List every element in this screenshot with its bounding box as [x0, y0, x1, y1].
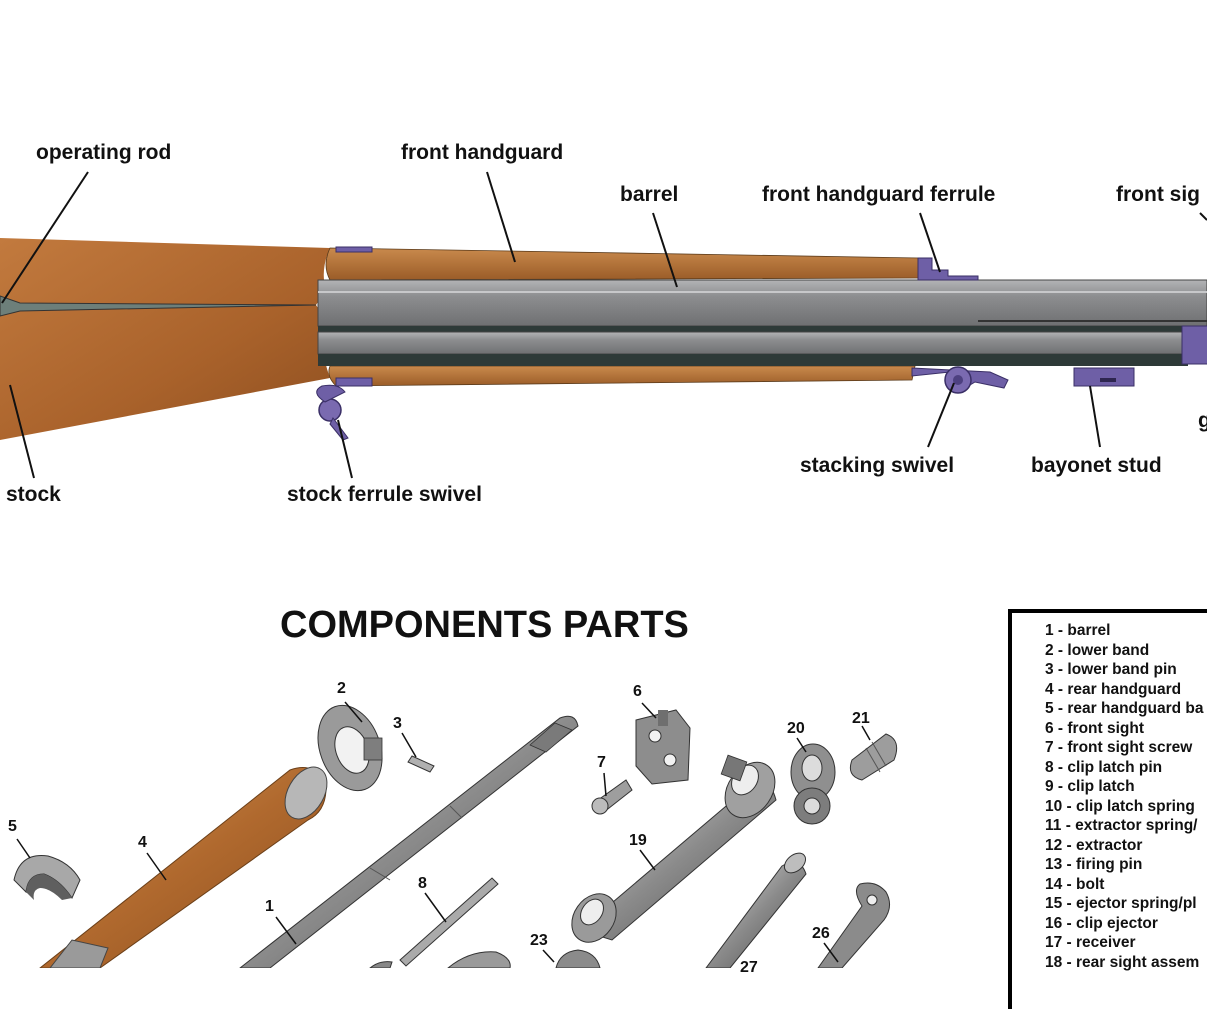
legend-item: 13 - firing pin: [1045, 856, 1143, 873]
legend-item: 16 - clip ejector: [1045, 914, 1158, 932]
legend-item: 18 - rear sight assem: [1045, 953, 1200, 971]
part-number-8: 8: [418, 875, 427, 892]
label-stacking-swivel: stacking swivel: [800, 454, 955, 477]
stock-ferrule-swivel-part: [318, 398, 342, 422]
front-handguard-ferrule-part: [917, 257, 979, 281]
label-operating-rod: operating rod: [36, 141, 172, 164]
gas-cylinder: [1181, 325, 1207, 365]
part-2-lower-band: [317, 704, 383, 792]
part-number-23: 23: [530, 932, 548, 949]
legend-item: 3 - lower band pin: [1045, 661, 1177, 678]
part-7-front-sight-screw: [591, 779, 633, 815]
part-26-part: [817, 882, 890, 969]
label-bayonet-stud: bayonet stud: [1031, 454, 1162, 477]
label-barrel: barrel: [620, 183, 679, 206]
part-number-7: 7: [597, 754, 606, 771]
part-number-5: 5: [8, 818, 17, 835]
stock-wood: [0, 238, 330, 440]
legend-item: 8 - clip latch pin: [1045, 758, 1163, 776]
legend-item: 7 - front sight screw: [1045, 739, 1193, 756]
barrel-body: [317, 279, 1207, 327]
part-4-rear-handguard: [38, 766, 328, 969]
legend-item: 10 - clip latch spring: [1045, 797, 1195, 815]
rifle-illustration: [0, 171, 1207, 969]
label-stock-ferrule-swivel: stock ferrule swivel: [287, 483, 482, 506]
label-stock: stock: [6, 483, 61, 506]
legend-item: 17 - receiver: [1045, 934, 1136, 951]
component-leader-lines: [16, 701, 871, 963]
rifle-diagram-canvas: operating rod front handguard barrel fro…: [0, 141, 1207, 1009]
part-number-27: 27: [740, 959, 758, 976]
part-27-pin: [705, 852, 807, 969]
parts-legend-list: 1 - barrel 2 - lower band 3 - lower band…: [1045, 621, 1203, 972]
operating-rod-tube: [318, 326, 1207, 332]
part-19-operating-rod: [571, 754, 777, 943]
legend-item: 4 - rear handguard: [1045, 680, 1182, 698]
parts-legend-box: [1008, 609, 1207, 1009]
operating-rod-slot: [0, 295, 317, 317]
part-number-3: 3: [393, 715, 402, 732]
label-front-handguard: front handguard: [401, 141, 564, 164]
part-number-1: 1: [265, 898, 274, 915]
legend-item: 6 - front sight: [1045, 719, 1145, 737]
part-number-6: 6: [633, 683, 642, 700]
label-front-sight: front sig: [1116, 183, 1200, 206]
legend-item: 2 - lower band: [1045, 641, 1150, 659]
part-number-21: 21: [852, 710, 870, 727]
part-23-part: [368, 949, 601, 969]
legend-item: 5 - rear handguard ba: [1045, 700, 1204, 717]
legend-item: 15 - ejector spring/pl: [1045, 895, 1197, 912]
part-20-gas-cylinder-lock: [790, 743, 836, 825]
label-front-handguard-ferrule: front handguard ferrule: [762, 183, 996, 206]
legend-item: 12 - extractor: [1045, 836, 1143, 854]
legend-item: 11 - extractor spring/: [1045, 817, 1198, 834]
part-1-barrel: [238, 715, 579, 969]
part-8-clip-latch-pin: [399, 877, 499, 967]
legend-item: 14 - bolt: [1045, 875, 1105, 893]
bayonet-stud-part: [1073, 367, 1135, 387]
part-number-2: 2: [337, 680, 346, 697]
part-3-lower-band-pin: [407, 755, 435, 773]
callout-leader-lines: [1, 171, 1207, 479]
front-handguard-upper: [325, 247, 923, 281]
part-number-26: 26: [812, 925, 830, 942]
part-6-front-sight: [635, 709, 691, 785]
part-21-plug: [849, 733, 898, 781]
front-handguard-lower: [328, 365, 916, 387]
part-number-20: 20: [787, 720, 805, 737]
part-number-19: 19: [629, 832, 647, 849]
part-number-4: 4: [138, 834, 147, 851]
part-5-rear-handguard-band: [13, 855, 81, 900]
legend-item: 1 - barrel: [1045, 622, 1111, 639]
components-title: COMPONENTS PARTS: [280, 604, 689, 646]
legend-item: 9 - clip latch: [1045, 778, 1135, 795]
label-g-partial: g: [1198, 409, 1207, 432]
